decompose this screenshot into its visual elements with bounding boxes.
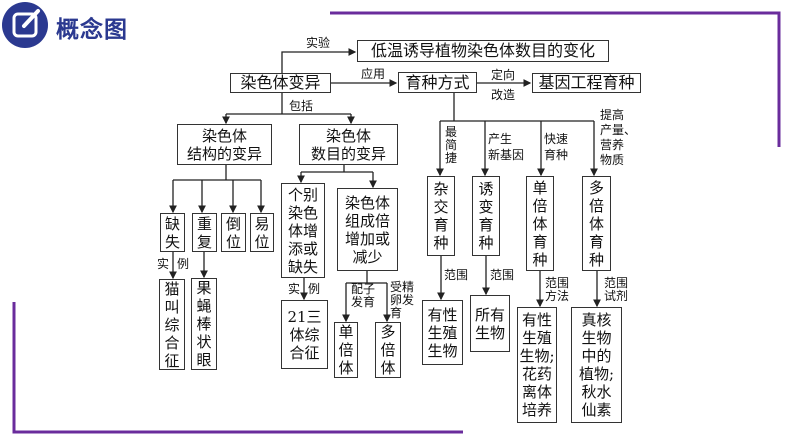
node-down-syndrome: 21三 体综 合征	[281, 300, 328, 369]
label-directed: 定向 改造	[491, 68, 516, 102]
label-experiment: 实验	[306, 36, 331, 50]
label-apply: 应用	[361, 67, 386, 81]
node-chromosome-variation: 染色体变异	[230, 73, 331, 93]
node-haploid-breeding: 单 倍 体 育 种	[526, 176, 554, 271]
frame-lines	[12, 11, 781, 434]
node-chromosome-set: 染色体 组成倍 增加或 减少	[337, 188, 398, 271]
node-haploid-scope: 有性 生殖 生物; 花药 离体 培养	[517, 307, 557, 423]
node-polyploid-scope: 真核 生物 中的 植物; 秋水 仙素	[571, 307, 622, 423]
node-translocation: 易 位	[250, 213, 274, 252]
label-improve: 提高 产量、 营养 物质	[600, 108, 637, 167]
node-genetic-engineering: 基因工程育种	[532, 73, 641, 93]
label-example-a: 实	[157, 257, 170, 271]
label-scope: 范围	[490, 268, 515, 282]
node-hybrid-scope: 有性 生殖 生物	[422, 300, 463, 365]
label-include: 包括	[289, 99, 314, 113]
node-inversion: 倒 位	[221, 213, 246, 252]
node-deletion: 缺 失	[160, 213, 185, 252]
node-duplication: 重 复	[192, 213, 217, 252]
node-bar-eye: 果 蝇 棒 状 眼	[191, 278, 217, 370]
label-new-gene: 产生 新基因	[488, 132, 525, 162]
node-structural-variation: 染色体 结构的变异	[177, 124, 272, 165]
node-haploid: 单 倍 体	[334, 322, 358, 378]
node-breeding-methods: 育种方式	[398, 72, 477, 93]
label-example-a: 实	[288, 282, 301, 296]
label-scope-method: 范围 方法	[545, 276, 570, 303]
node-polyploid: 多 倍 体	[375, 322, 401, 378]
node-mutation-scope: 所有 生物	[470, 295, 510, 352]
label-gamete-development: 配子 发育	[351, 282, 376, 309]
edit-icon	[2, 2, 48, 48]
node-numerical-variation: 染色体 数目的变异	[299, 124, 398, 165]
label-example-b: 例	[177, 257, 190, 271]
label-zygote-development: 受精 卵发 育	[390, 280, 415, 320]
node-low-temp-experiment: 低温诱导植物染色体数目的变化	[357, 40, 609, 62]
label-scope-reagent: 范围 试剂	[604, 276, 629, 303]
node-mutation-breeding: 诱 变 育 种	[472, 176, 500, 256]
node-polyploid-breeding: 多 倍 体 育 种	[582, 176, 611, 271]
node-individual-chromosome: 个别 染色 体增 添或 缺失	[281, 183, 325, 278]
page-title: 概念图	[56, 17, 128, 43]
node-cat-cry-syndrome: 猫 叫 综 合 征	[159, 279, 185, 370]
label-fast: 快速 育种	[544, 132, 569, 162]
label-simplest: 最 简 捷	[445, 125, 458, 165]
label-scope: 范围	[444, 268, 469, 282]
label-example-b: 例	[308, 282, 321, 296]
node-hybrid-breeding: 杂 交 育 种	[427, 176, 455, 256]
